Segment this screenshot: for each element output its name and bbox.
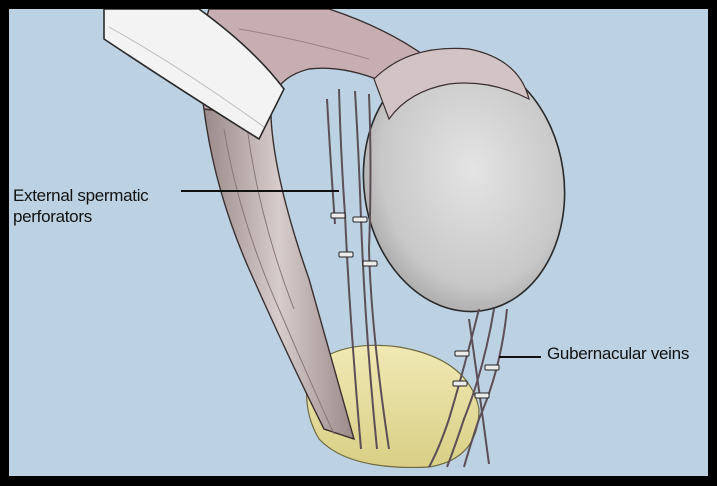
label-external-spermatic-line1: External spermatic: [13, 185, 148, 206]
anatomy-drawing: [9, 9, 708, 476]
label-gubernacular-veins: Gubernacular veins: [547, 343, 689, 364]
label-external-spermatic-line2: perforators: [13, 206, 148, 227]
illustration-panel: External spermatic perforators Gubernacu…: [9, 9, 708, 476]
label-external-spermatic-perforators: External spermatic perforators: [13, 185, 148, 227]
